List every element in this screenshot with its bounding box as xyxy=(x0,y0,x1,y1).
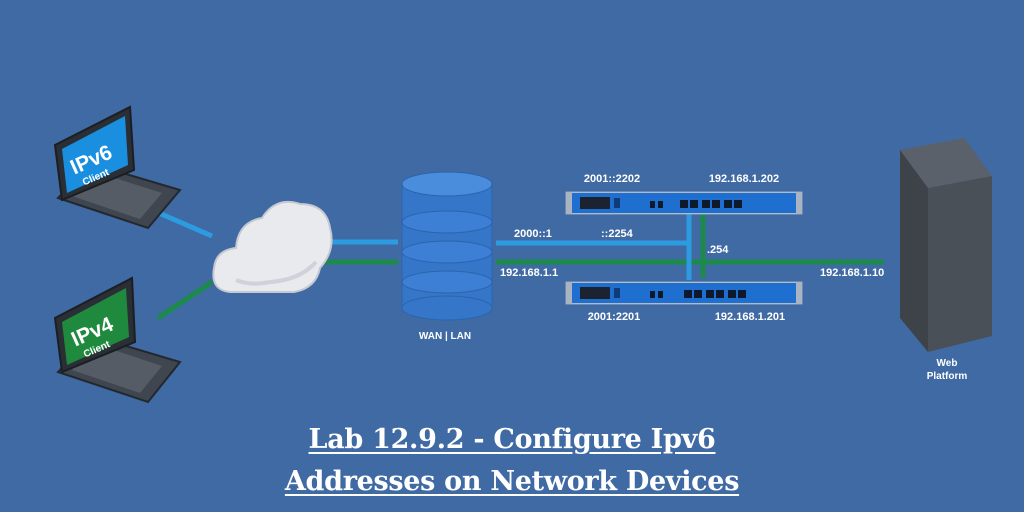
router-port xyxy=(716,290,724,298)
router-port xyxy=(650,201,655,208)
ipv6-gateway-label: 2000::1 xyxy=(514,228,552,240)
router-port xyxy=(734,200,742,208)
router-display xyxy=(580,287,610,299)
router-ear xyxy=(566,192,572,214)
database-bottom xyxy=(401,295,493,321)
router-port xyxy=(680,200,688,208)
router-port xyxy=(702,200,710,208)
router-port xyxy=(694,290,702,298)
page-title-line-2: Addresses on Network Devices xyxy=(284,466,740,497)
router-top-ipv6-label: 2001::2202 xyxy=(584,173,640,185)
server-top xyxy=(900,138,992,188)
ipv6-client-link xyxy=(151,207,213,239)
router-port xyxy=(684,290,692,298)
router-bottom-ipv6-label: 2001:2201 xyxy=(588,311,641,323)
router-ear xyxy=(796,282,802,304)
ipv6-client-laptop: IPv6 Client xyxy=(53,105,182,230)
router-port xyxy=(738,290,746,298)
ipv4-virtual-label: .254 xyxy=(707,244,729,256)
router-display xyxy=(580,197,610,209)
router-port xyxy=(724,200,732,208)
router-button xyxy=(614,288,620,298)
server-front xyxy=(900,150,928,352)
server-label-line-2: Platform xyxy=(927,371,968,382)
server-label-line-1: Web xyxy=(937,358,958,369)
router-top-ipv4-label: 192.168.1.202 xyxy=(709,173,779,185)
router-port xyxy=(690,200,698,208)
router-port xyxy=(712,200,720,208)
laptop-screen xyxy=(62,116,128,193)
router-top xyxy=(565,191,803,215)
links xyxy=(151,207,884,321)
ipv4-client-link xyxy=(156,279,214,321)
router-ear xyxy=(566,282,572,304)
router-ear xyxy=(796,192,802,214)
ipv6-virtual-label: ::2254 xyxy=(601,228,634,240)
server-tower-icon xyxy=(900,138,992,352)
database-icon xyxy=(401,171,493,321)
database-top xyxy=(401,171,493,197)
router-port xyxy=(658,201,663,208)
router-port xyxy=(658,291,663,298)
database-band-1 xyxy=(401,210,493,234)
database-band-3 xyxy=(401,270,493,294)
router-port xyxy=(650,291,655,298)
ipv4-gateway-label: 192.168.1.1 xyxy=(500,267,558,279)
router-port xyxy=(706,290,714,298)
database-label: WAN | LAN xyxy=(419,331,471,342)
server-ip-label: 192.168.1.10 xyxy=(820,267,884,279)
database-band-2 xyxy=(401,240,493,264)
ipv4-client-laptop: IPv4 Client xyxy=(53,276,182,404)
router-bottom xyxy=(565,281,803,305)
router-button xyxy=(614,198,620,208)
router-bottom-ipv4-label: 192.168.1.201 xyxy=(715,311,785,323)
page-title-line-1: Lab 12.9.2 - Configure Ipv6 xyxy=(308,424,716,455)
router-port xyxy=(728,290,736,298)
cloud-icon xyxy=(212,200,333,293)
server-side xyxy=(928,176,992,352)
laptop-screen xyxy=(62,288,129,365)
